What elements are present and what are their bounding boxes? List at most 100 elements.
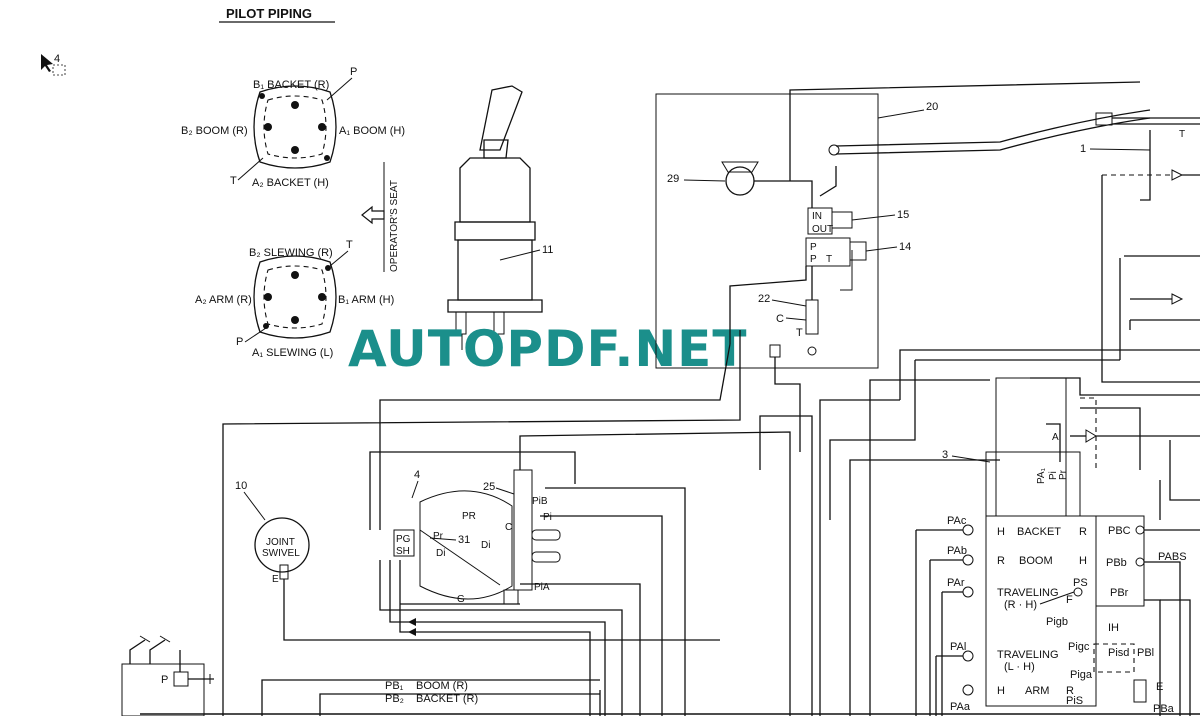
joint-swivel-line1: JOINT	[266, 537, 295, 548]
callout-20: 20	[926, 101, 938, 113]
block-pib-label: PiB	[532, 496, 548, 507]
callout-11: 11	[542, 244, 553, 256]
page-marker: 4	[41, 53, 66, 76]
valve-14-p1: P	[810, 242, 817, 253]
left-valve-a2-label: A₂ BACKET (H)	[252, 177, 329, 189]
cv-pi-top-label: Pi	[1048, 471, 1059, 480]
cv-row2-left: R	[997, 555, 1005, 567]
bottom-pilot-lines: PB₁ BOOM (R) PB₂ BACKET (R)	[261, 679, 601, 716]
cv-row1-port-r: PBC	[1108, 525, 1131, 537]
cv-row1-name: BACKET	[1017, 526, 1061, 538]
selection-box-icon	[52, 64, 66, 76]
right-valve-b1-label: B₁ ARM (H)	[338, 294, 394, 306]
cv-row2-port-r: PBb	[1106, 557, 1127, 569]
accumulator-29	[725, 166, 755, 196]
cv-row4-sub: (L · H)	[1004, 661, 1035, 673]
cv-row2-right: H	[1079, 555, 1087, 567]
pilot-valve-left: B₁ BACKET (R) P B₂ BOOM (R) A₁ BOOM (H) …	[181, 66, 405, 189]
block-sh-label: SH	[396, 546, 410, 557]
cursor-arrow-icon	[41, 54, 53, 72]
joint-swivel-port-e: E	[272, 574, 279, 585]
cv-row5-right: R	[1066, 685, 1074, 697]
cv-row3-sub: (R · H)	[1004, 599, 1037, 611]
cv-pis-label: PiS	[1066, 695, 1083, 707]
cv-row5-left: H	[997, 685, 1005, 697]
callout-4: 4	[414, 469, 420, 481]
valve-15-in: IN	[812, 211, 822, 222]
cv-row2-port-l: PAb	[947, 545, 967, 557]
callout-25: 25	[483, 481, 495, 493]
joystick-lever: 11	[447, 85, 553, 350]
pb1-label: PB₁	[385, 680, 404, 692]
cv-row5-port-l: PAa	[950, 701, 971, 713]
filter-t-label: T	[796, 327, 803, 339]
pb2-label: PB₂	[385, 693, 404, 705]
cv-pr-top-label: Pr	[1058, 469, 1069, 480]
cv-pigb-label: Pigb	[1046, 616, 1068, 628]
callout-10: 10	[235, 480, 247, 492]
block-pi-label: Pi	[543, 512, 552, 523]
right-valve-a1-label: A₁ SLEWING (L)	[252, 347, 333, 359]
cv-row4-port-l: PAl	[950, 641, 966, 653]
block-di-left: Di	[436, 548, 445, 559]
pilot-supply-lines	[222, 330, 1200, 716]
cv-bottom-pba: PBa	[1153, 703, 1175, 715]
filter-c-label: C	[776, 313, 784, 325]
page-marker-number: 4	[54, 53, 60, 65]
cv-pigc-label: Pigc	[1068, 641, 1090, 653]
top-right-piping: 1 T	[819, 109, 1200, 383]
cv-row1-port-l: PAc	[947, 515, 967, 527]
left-valve-a1-label: A₁ BOOM (H)	[339, 125, 405, 137]
cv-row2-name: BOOM	[1019, 555, 1053, 567]
cv-row5-name: ARM	[1025, 685, 1049, 697]
block-di-right: Di	[481, 540, 490, 551]
cv-row4-port-r: PBl	[1137, 647, 1154, 659]
left-valve-b1-label: B₁ BACKET (R)	[253, 79, 329, 91]
right-valve-a2-label: A₂ ARM (R)	[195, 294, 252, 306]
top-t-label: T	[1179, 129, 1185, 140]
valve-15-out: OUT	[812, 224, 833, 235]
callout-22: 22	[758, 293, 770, 305]
cv-pisd-label: Pisd	[1108, 647, 1129, 659]
callout-14: 14	[899, 241, 911, 253]
operators-seat-label: OPERATOR'S SEAT	[389, 180, 400, 272]
filter-22	[805, 299, 819, 335]
block-pia-label: PiA	[534, 582, 550, 593]
valve-14-t: T	[826, 254, 832, 265]
cv-piga-label: Piga	[1070, 669, 1093, 681]
cv-f-label: F	[1066, 594, 1073, 606]
bottom-left-p-label: P	[161, 674, 168, 686]
joint-swivel-line2: SWIVEL	[262, 548, 300, 559]
joint-swivel: JOINT SWIVEL E 10	[235, 480, 720, 641]
callout-15: 15	[897, 209, 909, 221]
valve-enclosure: 20 29 IN OUT 15 P P T 14 22 C T	[655, 81, 1141, 452]
block-pg-label: PG	[396, 534, 411, 545]
callout-3: 3	[942, 449, 948, 461]
pb1-function: BOOM (R)	[416, 680, 468, 692]
cv-ih-label: IH	[1108, 622, 1119, 634]
cv-pa1-label: PA₁	[1036, 467, 1047, 484]
callout-1: 1	[1080, 143, 1086, 155]
left-valve-b2-label: B₂ BOOM (R)	[181, 125, 248, 137]
pilot-valve-right: B₂ SLEWING (R) T A₂ ARM (R) B₁ ARM (H) P…	[195, 239, 394, 359]
valve-14-p2: P	[810, 254, 817, 265]
bottom-left-equipment: P	[121, 635, 1200, 717]
right-valve-p-label: P	[236, 336, 243, 348]
cv-a-label: A	[1052, 432, 1059, 443]
block-c-label: C	[505, 522, 512, 533]
block-g-label: G	[457, 594, 465, 605]
cv-row4-name: TRAVELING	[997, 649, 1059, 661]
right-valve-b2-label: B₂ SLEWING (R)	[249, 247, 333, 259]
cv-row1-left: H	[997, 526, 1005, 538]
cv-row3-port-r: PBr	[1110, 587, 1129, 599]
cv-row1-right: R	[1079, 526, 1087, 538]
operators-seat-indicator: OPERATOR'S SEAT	[361, 162, 400, 272]
arrow-left-icon	[361, 205, 385, 225]
cv-ps-label: PS	[1073, 577, 1088, 589]
control-valve-main: 3 A PA₁ Pi Pr H BACKET R PAc PBC R BOOM …	[915, 377, 1200, 716]
block-pr-left: PR	[462, 511, 476, 522]
left-valve-p-label: P	[350, 66, 357, 78]
solenoid-valve-block: PG SH Pr Di PR 4 25 31 PiB C Pi Di PiA G	[393, 469, 561, 605]
